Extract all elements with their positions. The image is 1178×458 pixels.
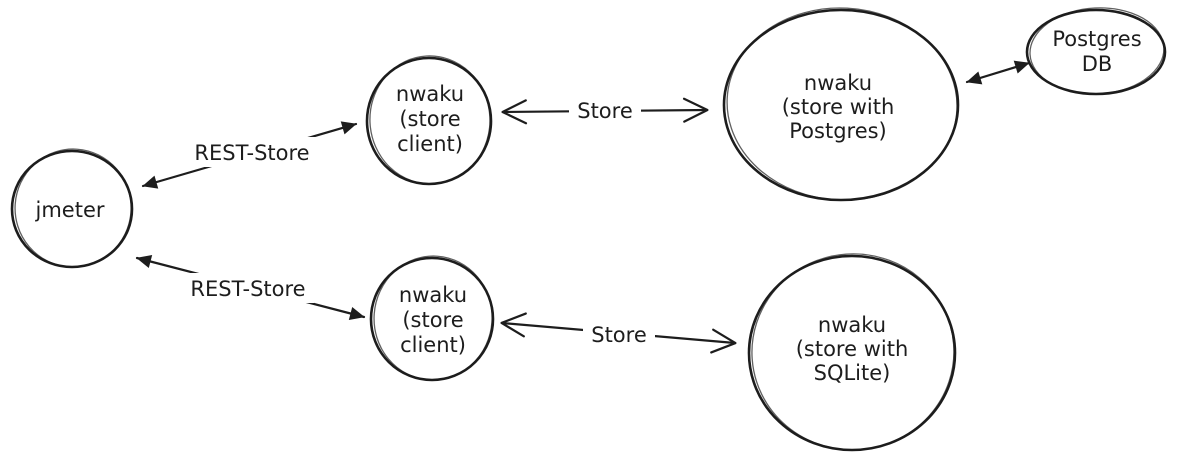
edge-postgres-link-line: [965, 60, 1031, 85]
node-store-postgres: nwaku (store with Postgres): [722, 7, 960, 202]
node-store-client-top-label-line2: (store: [399, 107, 460, 131]
node-store-client-bottom: nwaku (store client): [369, 255, 495, 382]
node-store-client-bottom-sketch-stroke: [373, 255, 493, 381]
edge-rest-store-top: REST-Store: [141, 121, 358, 189]
node-postgres-db-sketch-stroke: [1029, 7, 1165, 95]
edge-store-bottom: Store: [500, 312, 737, 354]
node-store-postgres-label-line3: Postgres): [789, 119, 887, 143]
edge-rest-store-bottom-label: REST-Store: [190, 277, 305, 301]
node-postgres-db-label-line1: Postgres: [1052, 27, 1141, 51]
node-store-client-top: nwaku (store client): [365, 55, 493, 186]
node-store-client-bottom-label-line3: client): [400, 333, 466, 357]
node-store-client-top-label-line3: client): [397, 132, 463, 156]
edge-rest-store-top-label-bg: [186, 137, 318, 167]
node-jmeter: jmeter: [10, 148, 134, 269]
node-store-postgres-label-line2: (store with: [782, 95, 895, 119]
node-jmeter-label: jmeter: [35, 198, 105, 222]
node-store-sqlite-label-line2: (store with: [796, 337, 909, 361]
edge-store-bottom-label-bg: [583, 321, 655, 349]
node-store-sqlite-label-line3: SQLite): [814, 361, 891, 385]
edge-store-top-label-bg: [569, 97, 641, 125]
node-jmeter-sketch-stroke: [14, 148, 132, 268]
edge-postgres-link: [965, 60, 1031, 85]
node-store-client-bottom-label-line2: (store: [402, 308, 463, 332]
edge-rest-store-bottom-label-bg: [182, 273, 314, 303]
node-store-sqlite-sketch-stroke: [751, 253, 955, 451]
node-store-sqlite-label-line1: nwaku: [818, 313, 886, 337]
edge-store-top-label: Store: [577, 99, 633, 123]
node-store-client-bottom-label-line1: nwaku: [399, 283, 467, 307]
node-postgres-db: Postgres DB: [1025, 7, 1167, 96]
edge-store-bottom-label: Store: [591, 323, 647, 347]
edge-rest-store-top-label: REST-Store: [194, 141, 309, 165]
node-store-sqlite: nwaku (store with SQLite): [747, 253, 957, 452]
node-store-postgres-sketch-stroke: [726, 7, 958, 201]
node-store-postgres-label-line1: nwaku: [804, 71, 872, 95]
edge-rest-store-bottom: REST-Store: [135, 254, 366, 321]
node-postgres-db-label-line2: DB: [1082, 52, 1113, 76]
node-store-client-top-label-line1: nwaku: [396, 82, 464, 106]
node-store-client-top-sketch-stroke: [369, 55, 491, 185]
edge-store-top: Store: [501, 97, 709, 125]
